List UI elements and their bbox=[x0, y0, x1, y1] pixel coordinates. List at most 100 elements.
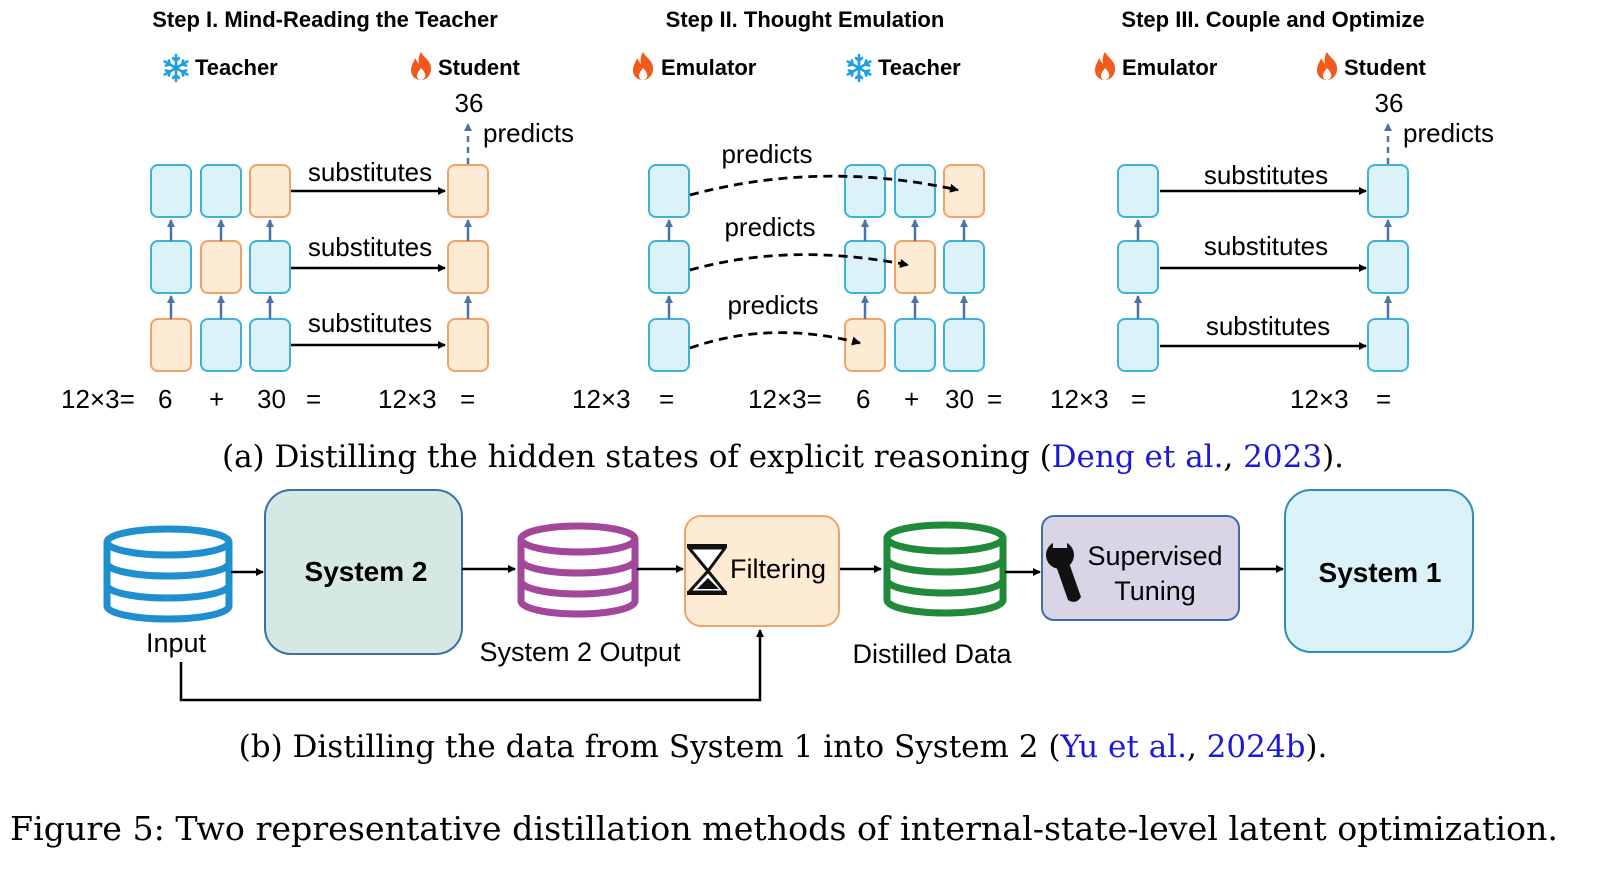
step3-title: Step III. Couple and Optimize bbox=[1121, 7, 1424, 32]
caption-a-citation-link[interactable]: Deng et al. bbox=[1052, 439, 1224, 475]
step2-arrow-label: predicts bbox=[724, 212, 815, 242]
hidden-state-cell-highlighted bbox=[447, 240, 489, 294]
hidden-state-cell bbox=[249, 240, 291, 294]
equation-token: = bbox=[1376, 384, 1391, 414]
hidden-state-cell bbox=[200, 318, 242, 372]
caption-b-citation-link[interactable]: Yu et al. bbox=[1059, 729, 1187, 765]
step3-output-label: predicts bbox=[1403, 118, 1494, 148]
hidden-state-cell bbox=[1117, 164, 1159, 218]
trainable-fire-icon bbox=[1317, 52, 1338, 80]
equation-token: = bbox=[659, 384, 674, 414]
step2-predict-arrow bbox=[689, 174, 959, 197]
input-label: Input bbox=[146, 628, 207, 658]
equation-token: 12×3 bbox=[1050, 384, 1109, 414]
step3-arrow-label: substitutes bbox=[1206, 311, 1330, 341]
equation-token: 12×3 bbox=[572, 384, 631, 414]
caption-a: (a) Distilling the hidden states of expl… bbox=[222, 439, 1344, 475]
step3-right-model-label: Student bbox=[1344, 55, 1427, 80]
hidden-state-cell bbox=[249, 318, 291, 372]
equation-token: 6 bbox=[158, 384, 172, 414]
hidden-state-cell bbox=[844, 164, 886, 218]
step1-output-value: 36 bbox=[455, 88, 484, 118]
equation-token: 6 bbox=[856, 384, 870, 414]
caption-b-sep: , bbox=[1187, 729, 1207, 765]
hidden-state-cell bbox=[943, 240, 985, 294]
step1-title: Step I. Mind-Reading the Teacher bbox=[152, 7, 498, 32]
step3-left-model-label: Emulator bbox=[1122, 55, 1218, 80]
caption-b-citation-year-link[interactable]: 2024b bbox=[1207, 729, 1306, 765]
step2-title: Step II. Thought Emulation bbox=[666, 7, 945, 32]
step1-arrow-label: substitutes bbox=[308, 308, 432, 338]
equation-token: 12×3 bbox=[1290, 384, 1349, 414]
equation-token: = bbox=[306, 384, 321, 414]
hidden-state-cell-highlighted bbox=[447, 164, 489, 218]
step1-left-model-label: Teacher bbox=[195, 55, 278, 80]
equation-token: = bbox=[987, 384, 1002, 414]
hourglass-icon bbox=[687, 544, 727, 595]
filtering-label: Filtering bbox=[730, 554, 826, 584]
equation-token: + bbox=[209, 384, 224, 414]
hidden-state-cell-highlighted bbox=[249, 164, 291, 218]
figure-caption: Figure 5: Two representative distillatio… bbox=[10, 809, 1558, 848]
filtering-box bbox=[684, 515, 840, 627]
step1-arrow-label: substitutes bbox=[308, 232, 432, 262]
hidden-state-cell-highlighted bbox=[447, 318, 489, 372]
equation-token: = bbox=[460, 384, 475, 414]
step2-predict-arrow bbox=[689, 253, 909, 272]
hidden-state-cell bbox=[1367, 164, 1409, 218]
caption-a-suffix: ). bbox=[1322, 439, 1344, 475]
hidden-state-cell bbox=[943, 318, 985, 372]
hidden-state-cell-highlighted bbox=[894, 240, 936, 294]
step2-left-model-label: Emulator bbox=[661, 55, 757, 80]
step3-arrow-label: substitutes bbox=[1204, 160, 1328, 190]
equation-token: = bbox=[1131, 384, 1146, 414]
equation-token: 12×3 bbox=[378, 384, 437, 414]
trainable-fire-icon bbox=[1095, 52, 1116, 80]
trainable-fire-icon bbox=[633, 52, 654, 80]
distilled-data-label: Distilled Data bbox=[852, 639, 1012, 669]
hidden-state-cell bbox=[648, 318, 690, 372]
step2-predict-arrow bbox=[689, 331, 861, 350]
hidden-state-cell bbox=[1367, 240, 1409, 294]
distilled-data-database-icon bbox=[883, 521, 1007, 617]
hidden-state-cell bbox=[648, 164, 690, 218]
system2-output-label: System 2 Output bbox=[479, 637, 681, 667]
hidden-state-cell bbox=[844, 240, 886, 294]
system1-label: System 1 bbox=[1319, 557, 1442, 588]
frozen-snowflake-icon bbox=[846, 53, 872, 83]
hidden-state-cell-highlighted bbox=[943, 164, 985, 218]
step1-right-model-label: Student bbox=[438, 55, 521, 80]
hidden-state-cell bbox=[1117, 240, 1159, 294]
caption-a-citation-year-link[interactable]: 2023 bbox=[1243, 439, 1322, 475]
hidden-state-cell bbox=[648, 240, 690, 294]
hidden-state-grids bbox=[150, 164, 1409, 372]
hidden-state-cell bbox=[894, 164, 936, 218]
caption-b-suffix: ). bbox=[1305, 729, 1327, 765]
hidden-state-cell bbox=[200, 164, 242, 218]
step1-output-label: predicts bbox=[483, 118, 574, 148]
equation-token: + bbox=[904, 384, 919, 414]
hidden-state-cell-highlighted bbox=[200, 240, 242, 294]
caption-b-prefix: (b) Distilling the data from System 1 in… bbox=[239, 729, 1061, 765]
step2-right-model-label: Teacher bbox=[878, 55, 961, 80]
hidden-state-cell bbox=[1117, 318, 1159, 372]
frozen-snowflake-icon bbox=[163, 53, 189, 83]
system2-label: System 2 bbox=[305, 556, 428, 587]
input-to-filtering-connector bbox=[179, 629, 764, 702]
hidden-state-cell-highlighted bbox=[150, 318, 192, 372]
caption-b: (b) Distilling the data from System 1 in… bbox=[239, 729, 1328, 765]
input-database-icon bbox=[103, 525, 233, 623]
hidden-state-cell-highlighted bbox=[844, 318, 886, 372]
equation-token: 30 bbox=[257, 384, 286, 414]
hidden-state-cell bbox=[150, 164, 192, 218]
hidden-state-cell bbox=[894, 318, 936, 372]
hidden-state-cell bbox=[150, 240, 192, 294]
system2-output-database-icon bbox=[517, 522, 639, 618]
equation-token: 12×3= bbox=[748, 384, 822, 414]
trainable-fire-icon bbox=[411, 52, 432, 80]
supervised-tuning-label-line1: Supervised bbox=[1087, 541, 1222, 571]
supervised-tuning-box bbox=[1041, 515, 1240, 621]
system2-box bbox=[264, 489, 463, 655]
